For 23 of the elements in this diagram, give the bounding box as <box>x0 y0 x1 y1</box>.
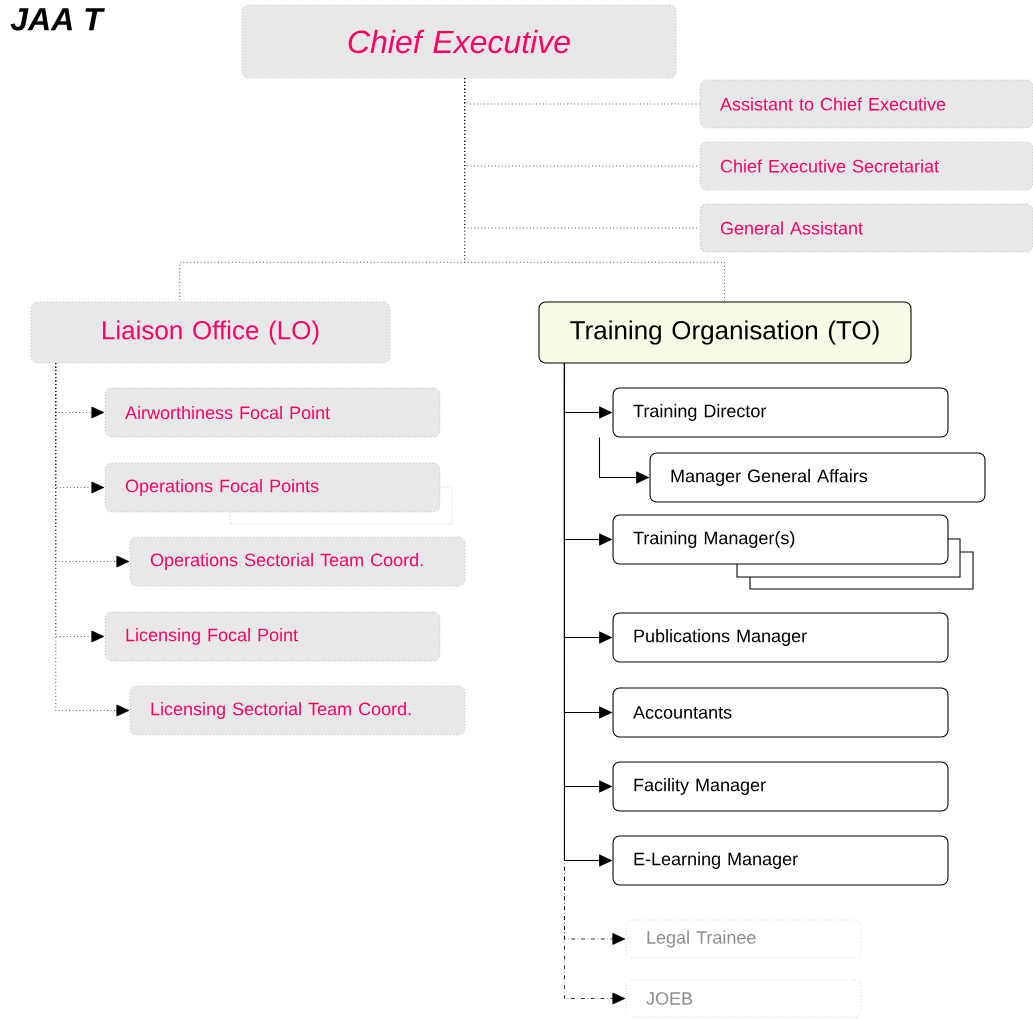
org-box: Chief Executive <box>241 4 677 79</box>
connector <box>464 77 725 302</box>
org-box: Accountants <box>612 687 949 738</box>
org-box: Training Organisation (TO) <box>538 301 912 364</box>
org-box: Assistant to Chief Executive <box>699 79 1033 129</box>
org-box: General Assistant <box>699 203 1033 253</box>
connector <box>55 362 130 717</box>
org-box: Liaison Office (LO) <box>30 301 391 364</box>
org-box: Licensing Focal Point <box>104 611 441 662</box>
title: JAA T <box>10 8 105 31</box>
stacked-box: Training Manager(s) <box>612 514 974 590</box>
org-box: Chief Executive Secretariat <box>699 141 1033 191</box>
org-box: E-Learning Manager <box>612 835 949 886</box>
org-box: Facility Manager <box>612 761 949 812</box>
org-box: Airworthiness Focal Point <box>104 387 441 438</box>
org-box: Licensing Sectorial Team Coord. <box>129 685 466 736</box>
org-box: Operations Sectorial Team Coord. <box>129 536 466 587</box>
org-box: Publications Manager <box>612 612 949 663</box>
org-box: Legal Trainee <box>625 919 862 959</box>
org-box: JOEB <box>625 979 862 1018</box>
org-box: Training Director <box>612 387 949 438</box>
org-box: Manager General Affairs <box>649 452 986 503</box>
stacked-box: Operations Focal Points <box>104 462 453 525</box>
